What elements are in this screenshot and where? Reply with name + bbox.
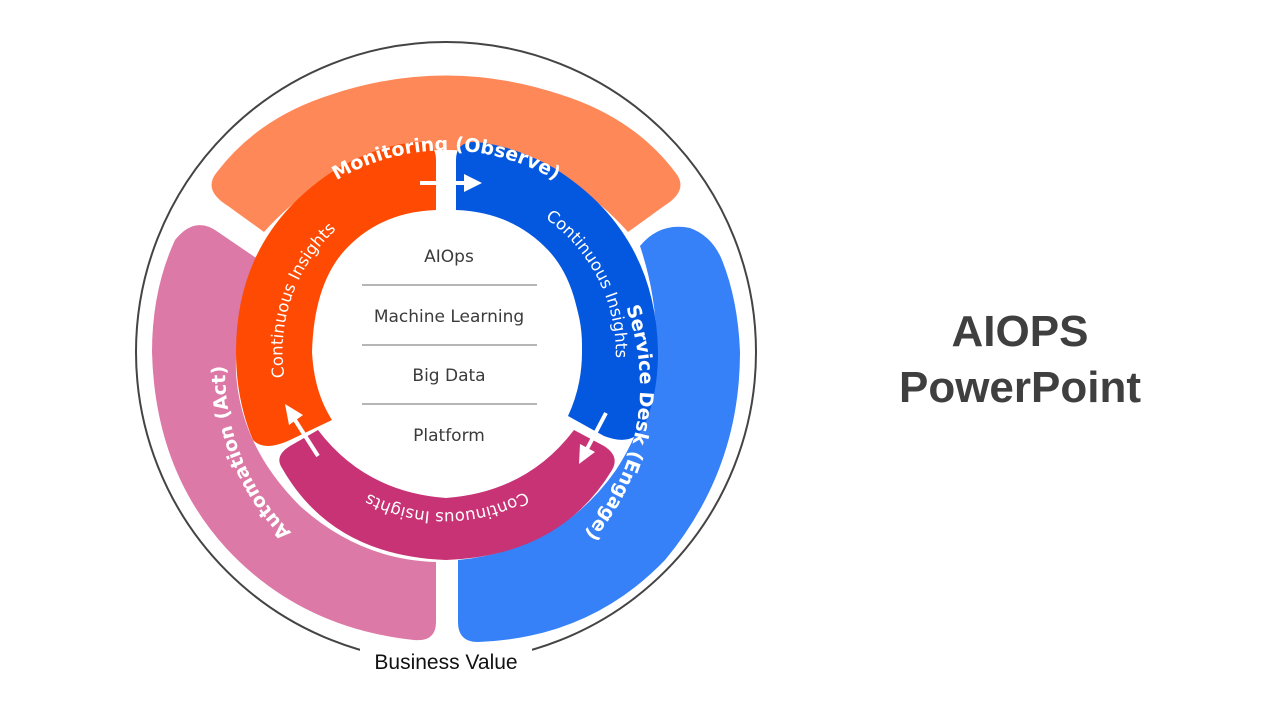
arrow-up-icon <box>285 404 320 458</box>
outer-segment-service-desk <box>458 226 740 643</box>
inner-segment-blue <box>456 142 658 440</box>
page-title: AIOPS PowerPoint <box>860 304 1180 416</box>
business-value-label: Business Value <box>374 651 517 674</box>
stack-item-machine-learning: Machine Learning <box>374 307 524 327</box>
arrow-down-icon <box>579 412 608 464</box>
inner-segment-orange <box>236 142 436 446</box>
stack-item-aiops: AIOps <box>424 247 474 267</box>
stack-item-big-data: Big Data <box>412 366 485 386</box>
stack-item-platform: Platform <box>413 426 485 446</box>
outer-segment-monitoring <box>211 75 681 232</box>
title-line-1: AIOPS <box>951 307 1089 356</box>
title-line-2: PowerPoint <box>898 363 1142 412</box>
outer-segment-automation <box>152 225 436 641</box>
arrow-right-icon <box>420 174 482 192</box>
footer-label-gap <box>360 644 532 676</box>
inner-segment-magenta <box>279 430 615 560</box>
